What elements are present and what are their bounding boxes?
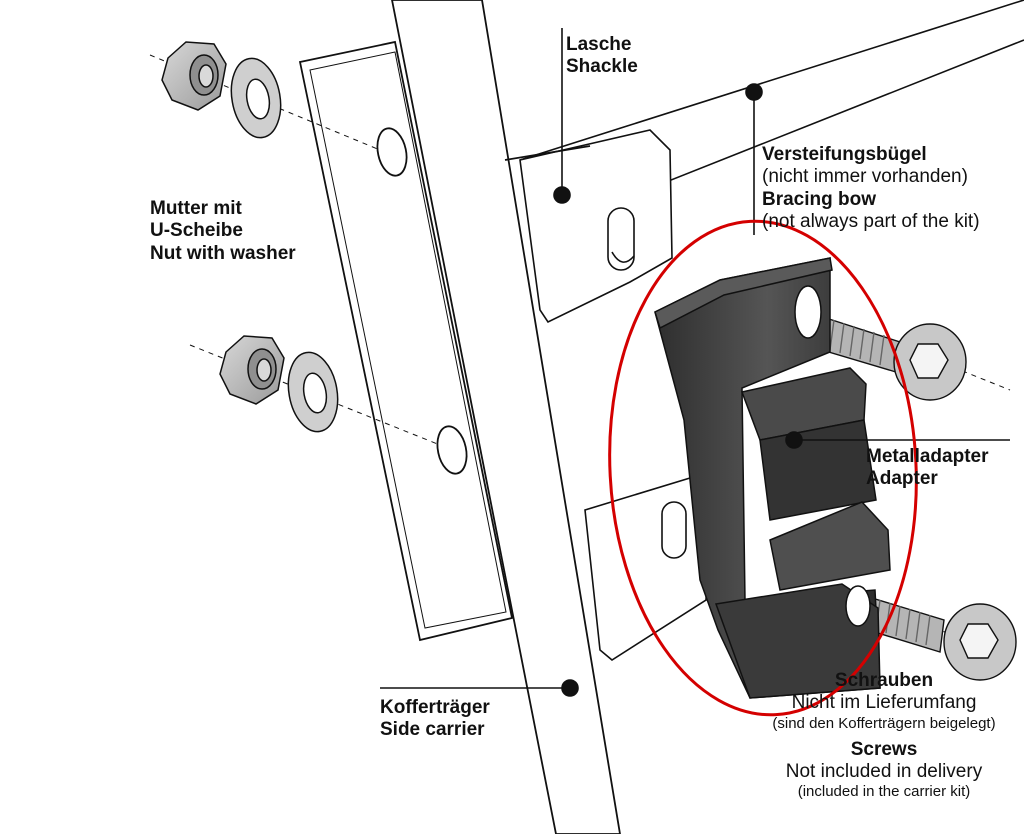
nut-washer-label-de-1: Mutter mit (150, 198, 242, 219)
leader-lines (380, 28, 1010, 697)
adapter-label-en: Adapter (866, 468, 938, 490)
adapter-highlight-ellipse (608, 219, 918, 717)
nut-washer-label-en: Nut with washer (150, 242, 296, 264)
screws-subnote-de: (sind den Kofferträgern beigelegt) (772, 714, 996, 732)
side-carrier-label-en: Side carrier (380, 719, 485, 741)
screws-label-en: Screws (850, 738, 918, 760)
lower-nut-washer (219, 335, 339, 433)
shackle-label-de: Lasche (566, 34, 632, 55)
upper-screw (821, 317, 967, 401)
bracing-bow-note-en: (not always part of the kit) (762, 211, 980, 233)
lower-shackle-plate (584, 477, 711, 661)
nut-washer-label-de-2: U-Scheibe (150, 220, 243, 242)
bracing-bow-label-en: Bracing bow (762, 188, 877, 210)
screws-note-en: Not included in delivery (785, 760, 983, 782)
bracing-bow-label: Versteifungsbügel (nicht immer vorhanden… (762, 144, 980, 234)
bracing-bow-note-de: (nicht immer vorhanden) (762, 166, 968, 188)
shackle-label-en: Shackle (566, 56, 638, 78)
shackle-label: Lasche Shackle (566, 34, 638, 79)
side-carrier-rail (391, 0, 621, 834)
side-carrier-label: Kofferträger Side carrier (380, 697, 490, 742)
screws-note-de: Nicht im Lieferumfang (791, 692, 977, 714)
upper-nut-washer (161, 41, 282, 139)
screws-subnote-en: (included in the carrier kit) (797, 783, 971, 801)
screws-label-de: Schrauben (834, 670, 934, 691)
side-carrier-label-de: Kofferträger (380, 697, 490, 718)
metal-adapter (654, 257, 891, 699)
adapter-label: Metalladapter Adapter (866, 446, 988, 491)
screws-label: Schrauben Nicht im Lieferumfang (sind de… (748, 670, 1020, 801)
adapter-label-de: Metalladapter (866, 446, 989, 467)
nut-washer-label: Mutter mit U-Scheibe Nut with washer (150, 198, 296, 265)
bracing-bow-label-de: Versteifungsbügel (762, 144, 927, 165)
shackle-plate (519, 129, 673, 324)
lower-screw (867, 597, 1017, 681)
mounting-plate (298, 40, 514, 642)
